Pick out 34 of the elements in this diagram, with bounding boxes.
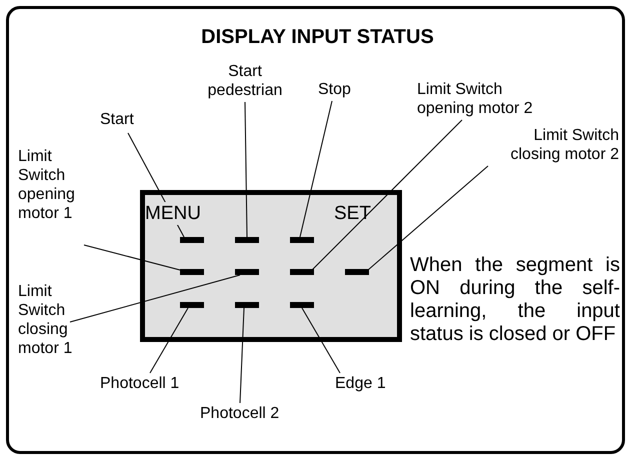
leader-line (300, 100, 332, 238)
callout-label: Start pedestrian (195, 62, 295, 100)
callout-label: Limit Switch closing motor 1 (18, 282, 88, 358)
note-text: When the segment is ON during the self-learning, the input status is closed or OFF (410, 254, 620, 346)
callout-label: Edge 1 (335, 374, 405, 393)
leader-line (240, 308, 244, 404)
callout-label: Limit Switch opening motor 2 (417, 80, 557, 118)
button-label: SET (334, 202, 372, 225)
leader-line (302, 308, 340, 374)
callout-label: Photocell 2 (200, 404, 300, 423)
display-segment (345, 269, 369, 275)
display-segment (235, 269, 259, 275)
leader-line (84, 244, 180, 270)
display-segment (235, 237, 259, 243)
display-segment (180, 269, 204, 275)
leader-line (70, 274, 240, 322)
display-segment (180, 302, 204, 308)
callout-label: Limit Switch closing motor 2 (489, 126, 619, 164)
callout-label: Limit Switch opening motor 1 (18, 147, 88, 223)
display-panel (140, 190, 402, 342)
display-segment (180, 237, 204, 243)
callout-label: Stop (318, 80, 368, 99)
leader-line (312, 120, 462, 270)
display-segment (290, 269, 314, 275)
callout-label: Start (100, 110, 150, 129)
diagram-title: DISPLAY INPUT STATUS (201, 26, 434, 48)
leader-line (150, 308, 188, 374)
display-segment (290, 237, 314, 243)
display-segment (290, 302, 314, 308)
leader-line (244, 102, 248, 238)
leader-line (368, 166, 488, 270)
callout-label: Photocell 1 (100, 374, 200, 393)
display-segment (235, 302, 259, 308)
button-label: MENU (145, 202, 201, 225)
